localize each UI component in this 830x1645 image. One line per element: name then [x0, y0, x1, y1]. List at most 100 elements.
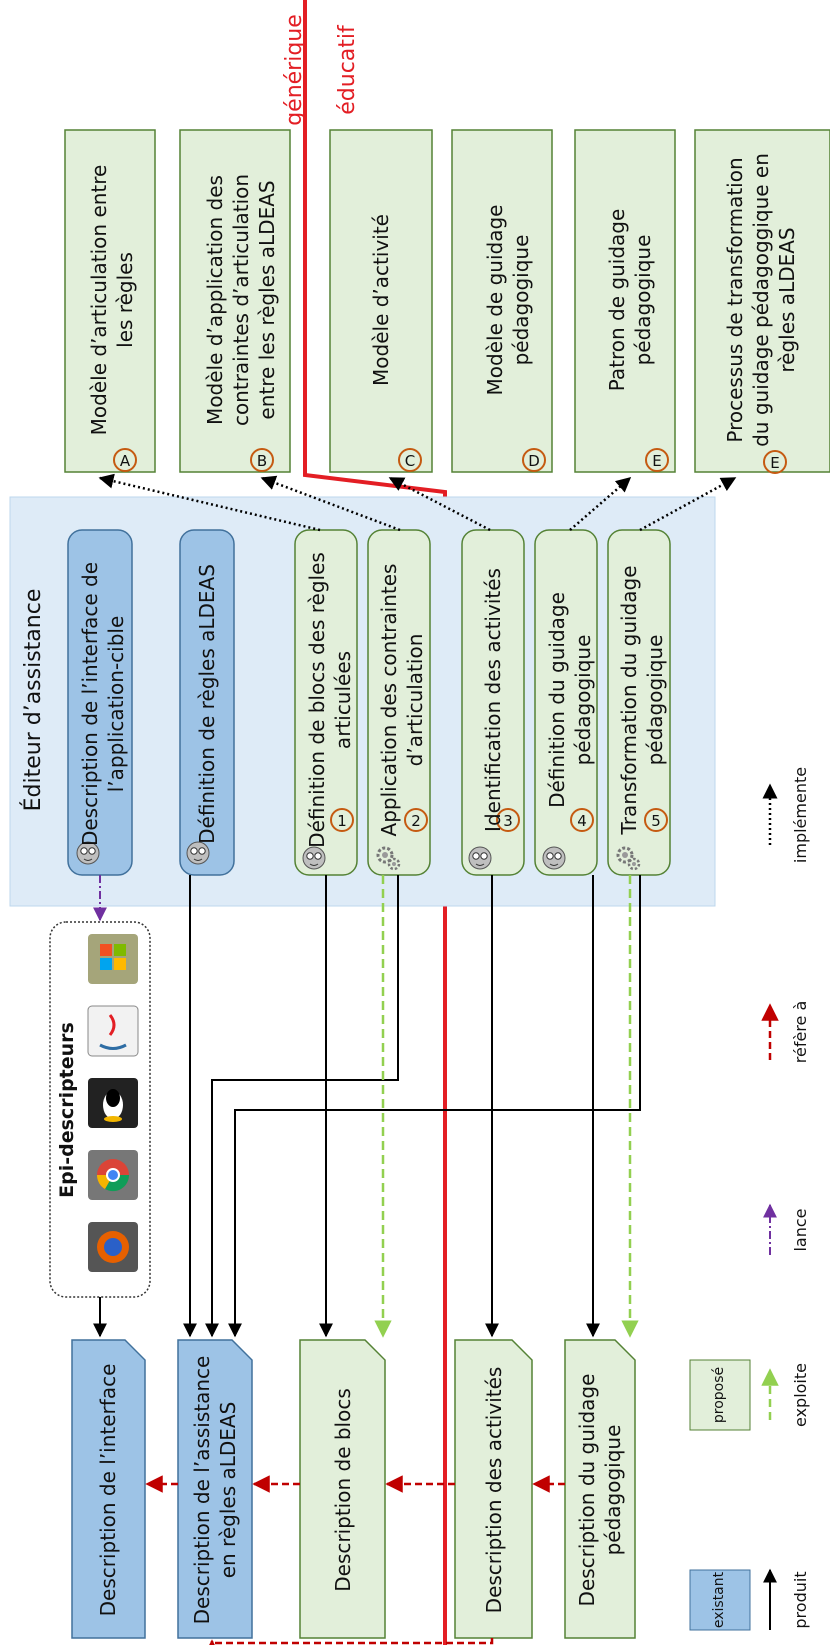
step-number-2: 2 — [411, 812, 421, 830]
editor-item-label-1: Définition du guidage — [545, 592, 569, 808]
java-icon — [87, 1005, 139, 1057]
legend-implements-label: implémente — [791, 767, 810, 863]
svg-text:Définition de règles aLDEAS: Définition de règles aLDEAS — [195, 564, 219, 844]
editor-item-activities[interactable]: 3 Identification des activités — [461, 529, 525, 876]
model-label-1: Modèle de guidage — [483, 205, 507, 396]
doc-interface-description: Description de l’interface — [71, 1339, 146, 1639]
doc-label-1: Description du guidage — [575, 1374, 599, 1607]
doc-label-1: Description des activités — [482, 1367, 506, 1614]
legend-proposed-swatch — [689, 1359, 751, 1431]
editor-item-label-2: pédagogique — [643, 635, 667, 766]
editor-item-label-1: Application des contraintes — [377, 564, 401, 837]
doc-label-1: Description de l’assistance — [190, 1356, 214, 1625]
editor-item-label-1: Définition de blocs des règles — [305, 552, 329, 848]
legend-refers-label: réfère à — [791, 1001, 810, 1064]
legend: existant proposé produit exploite lance … — [689, 767, 810, 1631]
model-letter: E — [770, 454, 779, 472]
editor-item-label: Identification des activités — [481, 568, 505, 832]
model-box-c: C Modèle d’activité — [329, 129, 433, 473]
doc-label-2: pédagogique — [601, 1425, 625, 1556]
editor-item-label-1: Description de l’interface de — [78, 562, 102, 846]
model-label-2: les règles — [113, 252, 137, 348]
step-number-1: 1 — [337, 812, 347, 830]
generic-label: générique — [282, 14, 307, 126]
svg-text:Description de l’interface del: Description de l’interface del’applicati… — [78, 562, 128, 846]
implements-arrows — [98, 473, 737, 532]
epi-descriptors-title: Epi-descripteurs — [56, 1022, 78, 1198]
model-label-1: Modèle d’articulation entre — [87, 165, 111, 436]
model-label-2: du guidage pédagoggique en — [749, 153, 773, 447]
produces-arrows — [93, 875, 641, 1338]
model-label-1: Modèle d’application des — [203, 175, 227, 425]
legend-proposed-label: proposé — [711, 1367, 727, 1423]
doc-activities-description: Description des activités — [454, 1339, 533, 1639]
editor-item-label-2: articulées — [331, 651, 355, 749]
legend-existing-swatch — [689, 1569, 751, 1631]
model-letter: C — [405, 452, 415, 470]
model-label-2: pédagogique — [631, 235, 655, 366]
editor-item-label-2: l’application-cible — [104, 616, 128, 793]
editor-item-label-1: Transformation du guidage — [617, 565, 641, 835]
exploits-arrows — [374, 875, 639, 1338]
step-number-5: 5 — [651, 812, 661, 830]
model-label-1: Modèle d’activité — [369, 214, 393, 386]
doc-label-1: Description de blocs — [331, 1388, 355, 1592]
generic-educational-divider — [303, 0, 447, 1645]
legend-produces-label: produit — [791, 1571, 810, 1628]
chrome-icon — [88, 1150, 138, 1200]
legend-launches-label: lance — [791, 1208, 810, 1251]
model-letter: D — [528, 452, 540, 470]
linux-icon — [88, 1078, 138, 1128]
model-letter: B — [257, 452, 267, 470]
editor-item-label-2: pédagogique — [571, 635, 595, 766]
model-label-1: Patron de guidage — [605, 209, 629, 392]
refers-arrows — [145, 1475, 565, 1645]
model-label-3: entre les règles aLDEAS — [255, 180, 279, 419]
model-label-2: pédagogique — [509, 235, 533, 366]
step-number-4: 4 — [577, 812, 587, 830]
editor-item-label: Définition de règles aLDEAS — [195, 564, 219, 844]
editor-title: Éditeur d’assistance — [20, 589, 46, 812]
svg-text:Description de l’interface: Description de l’interface — [96, 1364, 120, 1617]
doc-label-2: en règles aLDEAS — [216, 1402, 240, 1579]
editor-item-label-2: d’articulation — [403, 634, 427, 767]
svg-text:Modèle d’activité: Modèle d’activité — [369, 214, 393, 386]
firefox-icon — [88, 1222, 138, 1272]
step-number-3: 3 — [503, 812, 513, 830]
doc-blocks-description: Description de blocs — [299, 1339, 386, 1639]
editor-item-aldeas-rules[interactable]: Définition de règles aLDEAS — [179, 529, 235, 876]
legend-exploits-label: exploite — [791, 1363, 810, 1427]
svg-text:Identification des activités: Identification des activités — [481, 568, 505, 832]
doc-label-1: Description de l’interface — [96, 1364, 120, 1617]
model-label-1: Processus de transformation — [723, 157, 747, 442]
model-label-3: règles aLDEAS — [775, 227, 799, 372]
windows-icon — [88, 934, 138, 984]
model-letter: E — [652, 452, 661, 470]
svg-text:Description de blocs: Description de blocs — [331, 1388, 355, 1592]
model-letter: A — [120, 452, 131, 470]
